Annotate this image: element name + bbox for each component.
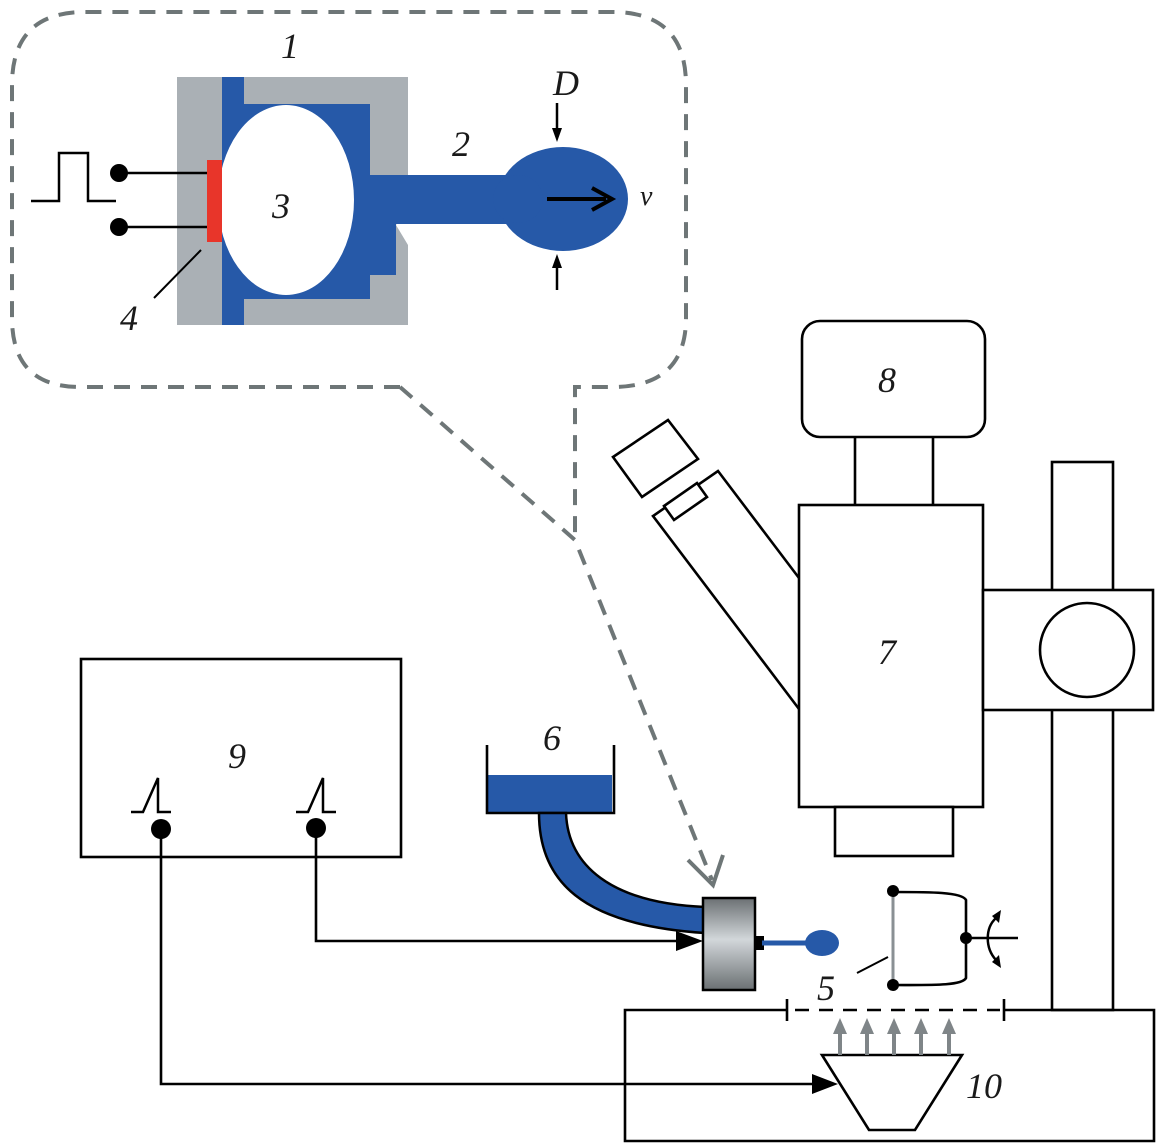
label-substrate-holder: 5 — [817, 968, 835, 1008]
diameter-arrowhead-bottom-icon — [552, 254, 562, 268]
callout-arrowhead — [686, 854, 725, 889]
leader-4 — [153, 249, 202, 299]
velocity-arrowhead-icon — [591, 186, 617, 212]
reservoir: 6 — [485, 718, 707, 935]
camera: 8 — [800, 319, 987, 505]
light-ray — [942, 1018, 956, 1055]
light-rays — [833, 1018, 956, 1055]
base: 10 — [623, 999, 1156, 1143]
arrowhead-printhead-icon — [676, 931, 703, 951]
terminal-top — [110, 164, 128, 182]
diameter-arrowhead-top-icon — [552, 128, 562, 142]
label-pulse-generator: 9 — [228, 736, 246, 776]
arrowhead-light-icon — [812, 1074, 838, 1094]
focus-knob — [1038, 601, 1136, 699]
light-ray — [914, 1018, 928, 1055]
pulse-symbol-right-icon — [296, 777, 336, 814]
actuator — [207, 160, 222, 242]
label-reservoir: 6 — [543, 718, 561, 758]
label-microscope: 7 — [878, 632, 898, 672]
label-light-source: 10 — [966, 1066, 1002, 1106]
ejected-droplet — [805, 930, 839, 956]
feed-tube — [537, 811, 707, 935]
stand — [981, 460, 1155, 1012]
wire-to-light — [159, 829, 826, 1086]
eyepiece-collar — [662, 481, 709, 522]
leader-5 — [856, 956, 889, 974]
microscope-body — [797, 503, 985, 809]
pulse-generator: 9 — [79, 657, 403, 859]
label-actuator: 4 — [120, 298, 138, 338]
light-source — [819, 1053, 965, 1132]
substrate-holder: 5 — [817, 885, 1018, 1008]
chamber — [218, 105, 354, 295]
label-camera: 8 — [878, 360, 896, 400]
light-ray — [887, 1018, 901, 1055]
label-diameter: D — [552, 63, 579, 103]
light-ray — [860, 1018, 874, 1055]
label-housing: 1 — [281, 26, 299, 66]
printhead-inset: 1 2 3 4 D v — [31, 26, 653, 338]
rotation-arrow-icon — [986, 917, 997, 961]
wire-to-printhead — [314, 828, 690, 943]
printhead — [701, 896, 839, 992]
light-ray — [833, 1018, 847, 1055]
square-pulse-icon — [31, 151, 116, 203]
pulse-symbol-left-icon — [131, 777, 171, 814]
label-velocity: v — [640, 181, 653, 212]
label-chamber: 3 — [271, 186, 290, 226]
callout-bubble — [10, 10, 725, 889]
microscope: 7 — [611, 418, 985, 858]
terminal-bottom — [110, 218, 128, 236]
objective — [833, 805, 955, 858]
eyepiece — [611, 418, 700, 499]
wires — [159, 828, 838, 1094]
stand-column — [1050, 460, 1115, 1012]
droplet-neck — [493, 175, 543, 223]
label-nozzle: 2 — [452, 124, 470, 164]
nozzle-channel — [396, 175, 506, 224]
